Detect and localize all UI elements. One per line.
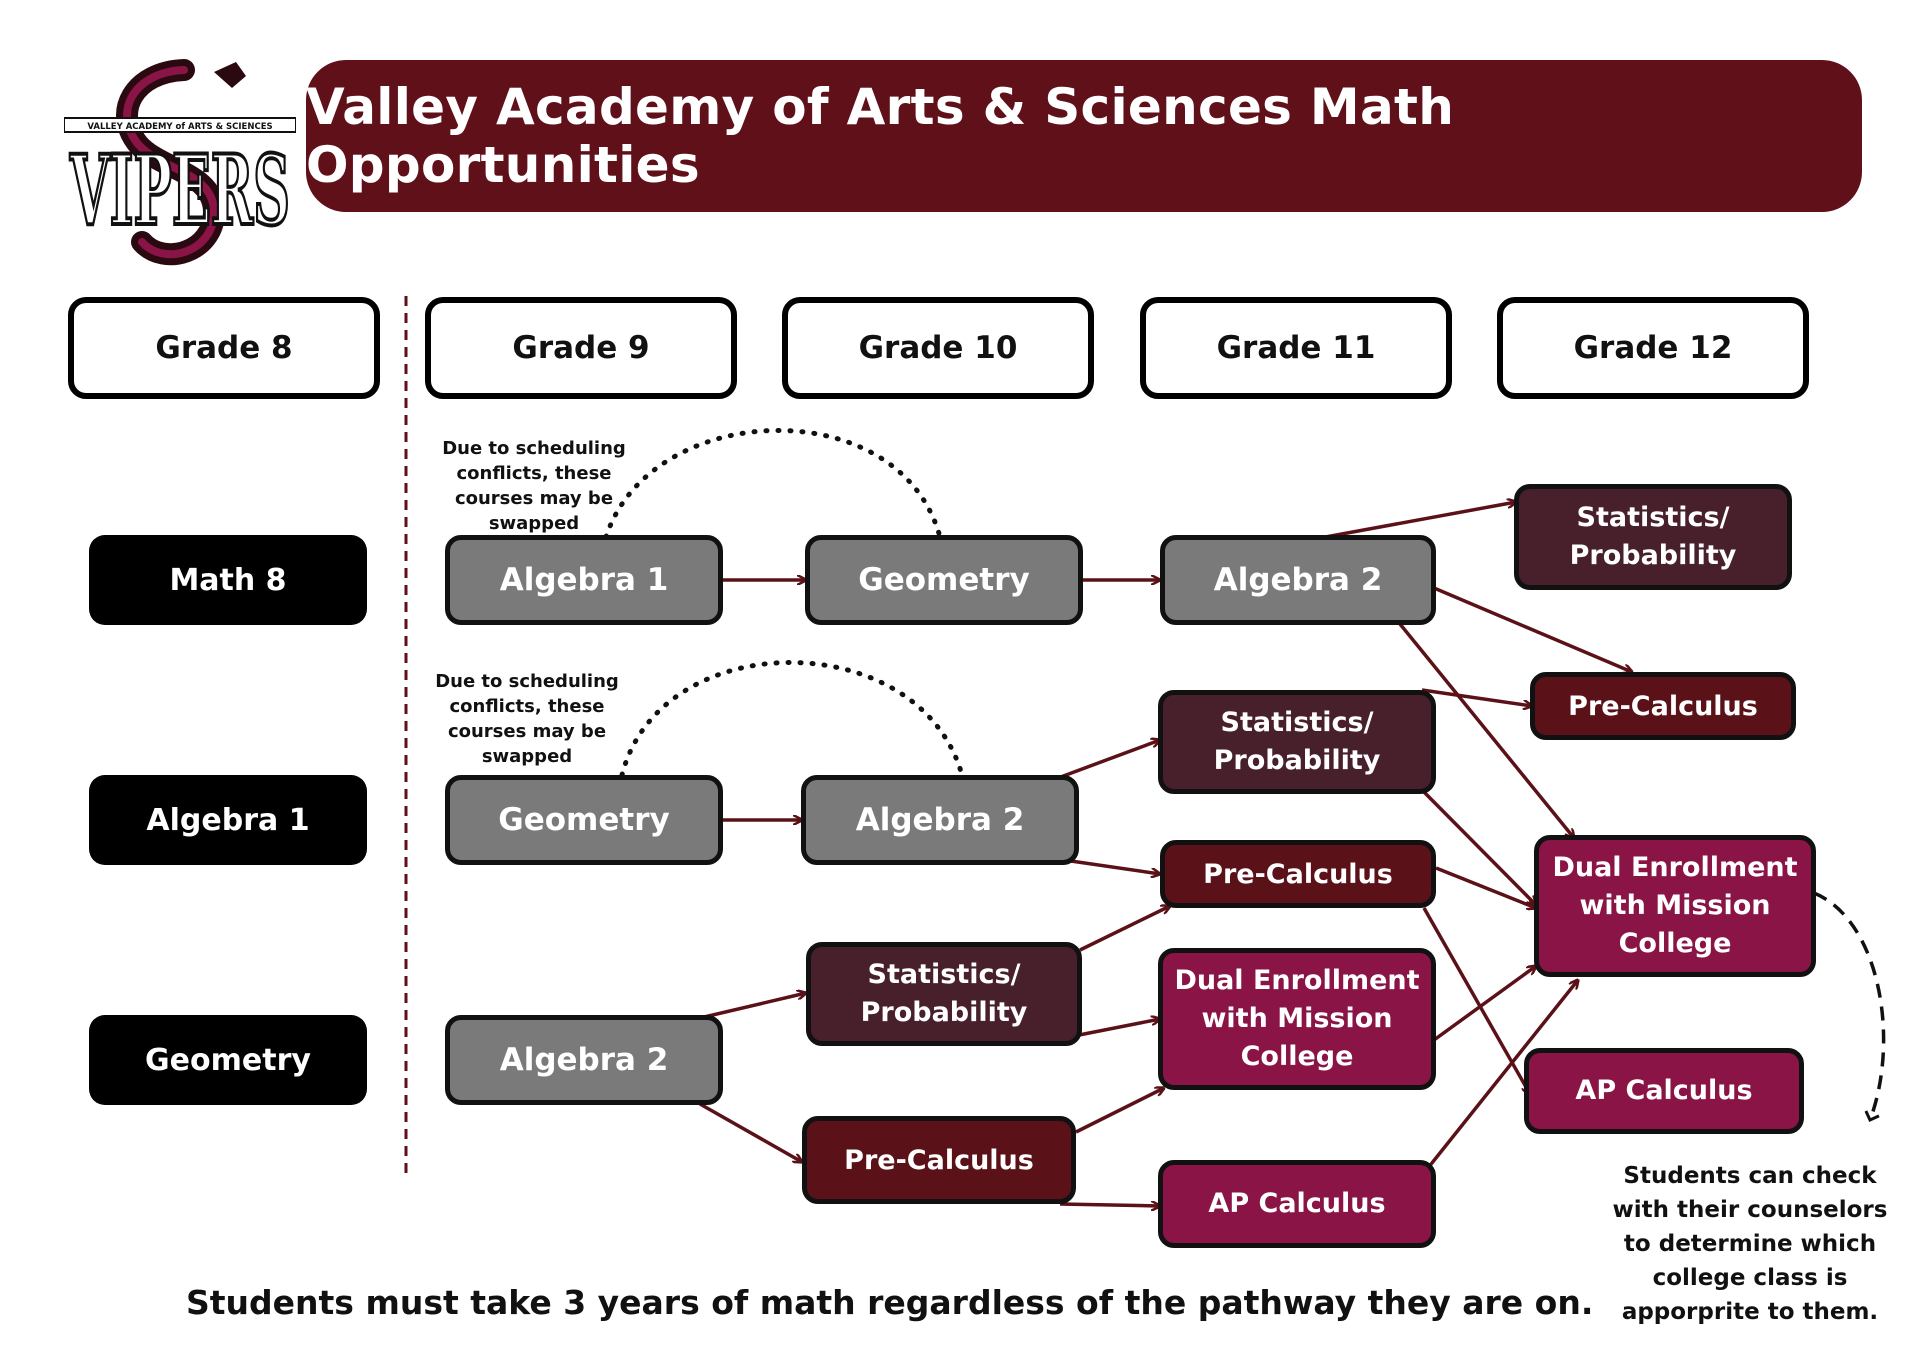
arrow-alg2-precalc11	[1063, 858, 1160, 874]
arrow-alg2-dual12	[1398, 622, 1574, 838]
course-dual-enrollment-g12: Dual Enrollment with Mission College	[1534, 835, 1816, 977]
page-title: Valley Academy of Arts & Sciences Math O…	[306, 78, 1455, 194]
arrow-precalc10-dual11	[1075, 1088, 1164, 1134]
course-ap-calculus-g12: AP Calculus	[1524, 1048, 1804, 1134]
grade-8-header: Grade 8	[68, 297, 380, 399]
swap-arc-1	[603, 428, 943, 540]
course-algebra-2-g9: Algebra 2	[445, 1015, 723, 1105]
footer-note: Students must take 3 years of math regar…	[186, 1283, 1594, 1322]
counselor-note: Students can check with their counselors…	[1612, 1163, 1888, 1325]
title-banner: Valley Academy of Arts & Sciences Math O…	[306, 60, 1862, 212]
arrow-dual11-dual12	[1432, 966, 1536, 1042]
vipers-logo: VALLEY ACADEMY of ARTS & SCIENCES VIPERS	[64, 59, 296, 266]
grade-10-header: Grade 10	[782, 297, 1094, 399]
grade-12-header: Grade 12	[1497, 297, 1809, 399]
arrow-precalc11-dual12	[1435, 866, 1536, 908]
course-statistics-g10: Statistics/ Probability	[806, 942, 1082, 1046]
arrow-alg2-stats11	[1057, 740, 1160, 780]
course-geometry-g9: Geometry	[445, 775, 723, 865]
course-algebra-2-g10: Algebra 2	[801, 775, 1079, 865]
arrow-stats11-dual12	[1422, 790, 1536, 905]
course-dual-enrollment-g11: Dual Enrollment with Mission College	[1158, 948, 1436, 1090]
arrow-alg2-stats12	[1319, 502, 1516, 540]
swap-note-1: Due to scheduling conflicts, these cours…	[442, 438, 626, 534]
course-pre-calculus-g12: Pre-Calculus	[1530, 672, 1796, 740]
course-algebra-2-g11: Algebra 2	[1160, 535, 1436, 625]
arrow-ap11-dual12	[1418, 980, 1578, 1180]
grade-9-header: Grade 9	[425, 297, 737, 399]
arrow-stats10-dual11	[1073, 1019, 1160, 1038]
grade-11-header: Grade 11	[1140, 297, 1452, 399]
arrow-stats10-precalc11	[1079, 906, 1170, 952]
counselor-arrow	[1813, 891, 1886, 1120]
swap-arc-2	[619, 660, 965, 778]
arrow-precalc10-ap11	[1059, 1204, 1160, 1206]
course-statistics-g11: Statistics/ Probability	[1158, 690, 1436, 794]
arrow-precalc11-ap12	[1422, 907, 1530, 1094]
arrow-alg2-stats10	[699, 993, 806, 1020]
course-statistics-g12: Statistics/ Probability	[1514, 484, 1792, 590]
course-algebra-1-g8: Algebra 1	[89, 775, 367, 865]
course-geometry-g8: Geometry	[89, 1015, 367, 1105]
course-algebra-1-g9: Algebra 1	[445, 535, 723, 625]
course-math-8: Math 8	[89, 535, 367, 625]
course-geometry-g10: Geometry	[805, 535, 1083, 625]
course-pre-calculus-g11: Pre-Calculus	[1160, 840, 1436, 908]
svg-text:VALLEY ACADEMY of ARTS & SCIEN: VALLEY ACADEMY of ARTS & SCIENCES	[87, 122, 272, 132]
course-pre-calculus-g10: Pre-Calculus	[802, 1116, 1076, 1204]
swap-note-2: Due to scheduling conflicts, these cours…	[435, 671, 619, 767]
course-ap-calculus-g11: AP Calculus	[1158, 1160, 1436, 1248]
arrow-stats11-precalc12	[1421, 688, 1532, 706]
arrow-alg2-precalc10	[699, 1102, 802, 1162]
arrow-alg2-precalc12	[1433, 586, 1632, 672]
svg-text:VIPERS: VIPERS	[69, 134, 290, 247]
